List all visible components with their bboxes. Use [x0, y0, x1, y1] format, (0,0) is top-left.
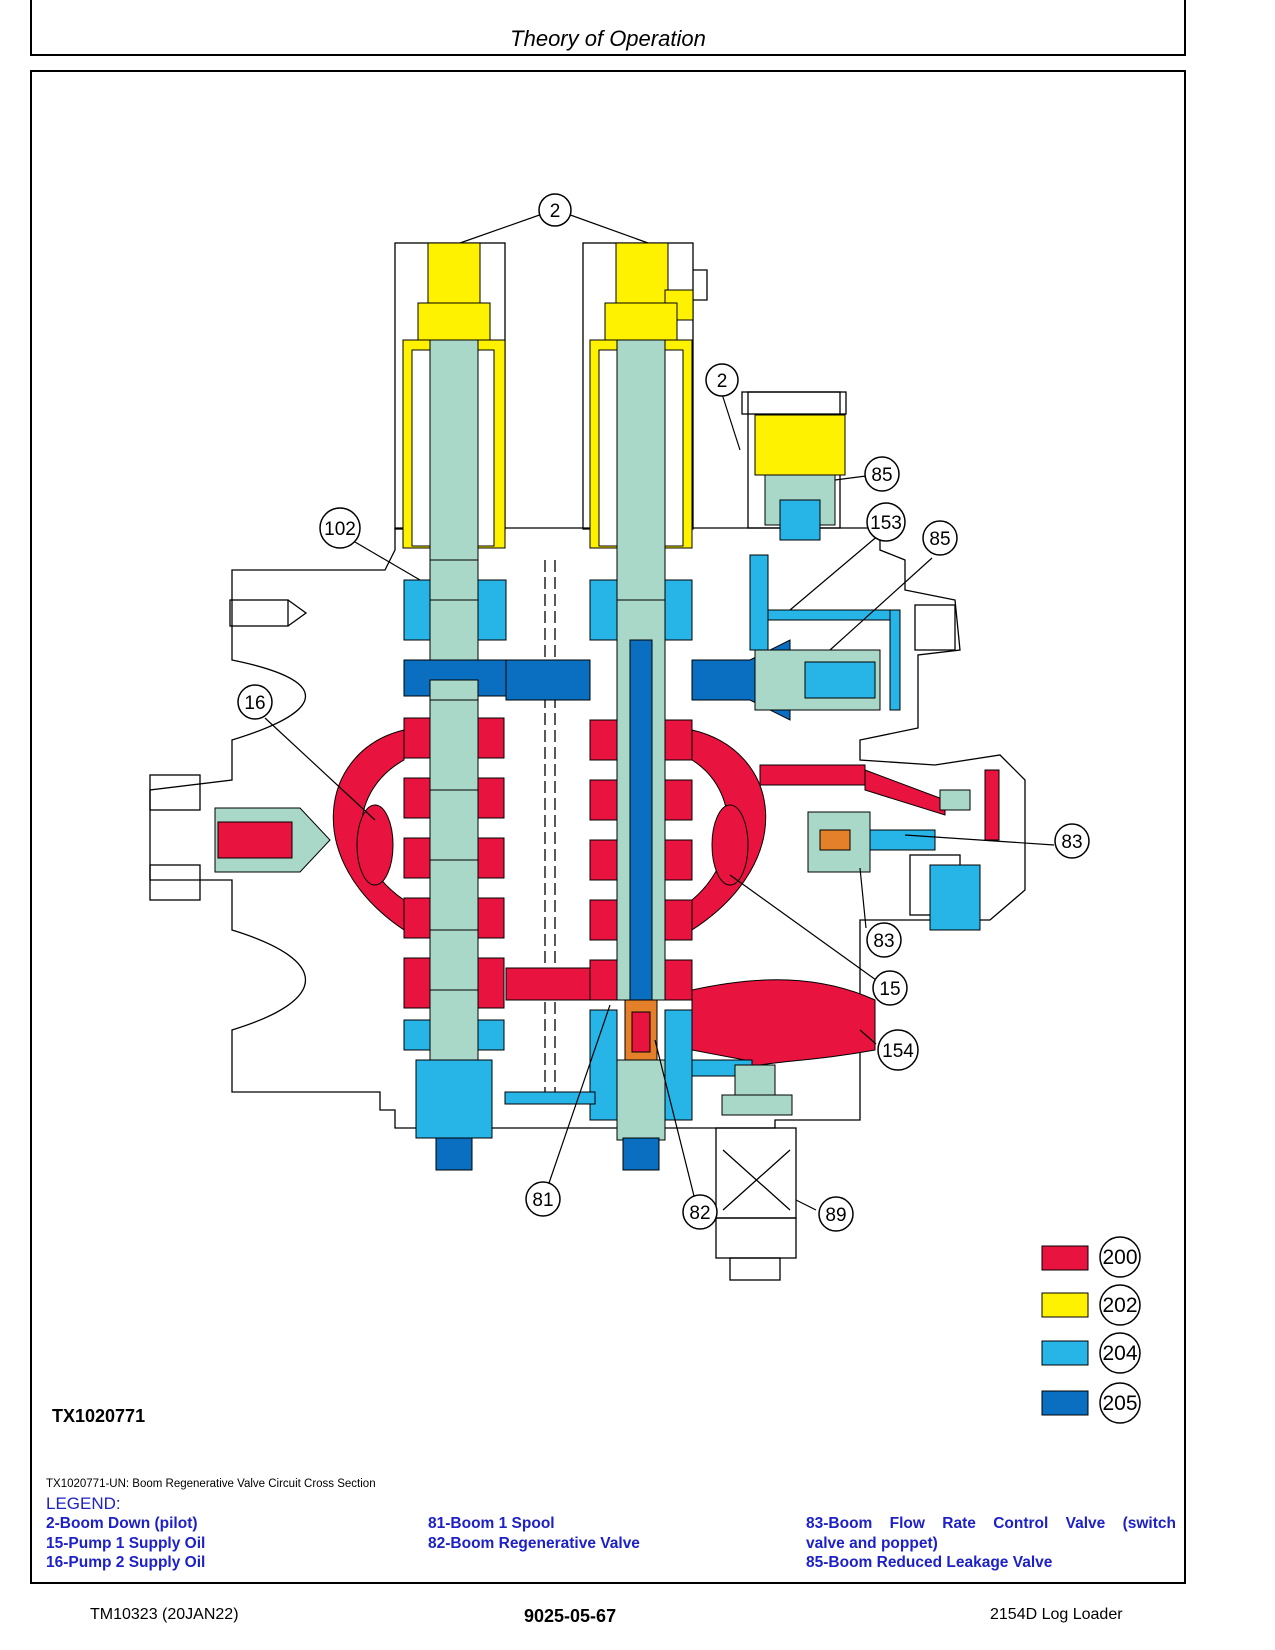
right-fitting-upper	[914, 604, 956, 651]
left-plug	[229, 599, 289, 627]
footer-manual-id: TM10323 (20JAN22)	[90, 1606, 239, 1623]
callout-83-lower: 83	[866, 922, 902, 958]
pump2-supply-loop	[333, 729, 405, 931]
legend-column-2: 81-Boom 1 Spool 82-Boom Regenerative Val…	[428, 1514, 640, 1553]
right-cap-step	[693, 269, 708, 301]
callout-85-right: 85	[922, 520, 958, 556]
svg-text:89: 89	[825, 1205, 846, 1226]
svg-text:154: 154	[882, 1041, 914, 1062]
legend-column-3: 83-Boom Flow Rate Control Valve (switch …	[806, 1514, 1176, 1573]
footer-page-number: 9025-05-67	[524, 1606, 617, 1626]
legend-item: 81-Boom 1 Spool	[428, 1515, 555, 1532]
legend-item: 82-Boom Regenerative Valve	[428, 1534, 640, 1552]
left-spool-blue-ports	[403, 579, 507, 641]
figure-caption: TX1020771-UN: Boom Regenerative Valve Ci…	[46, 1478, 376, 1490]
svg-text:204: 204	[1102, 1342, 1137, 1365]
svg-text:83: 83	[1061, 832, 1082, 853]
legend-item-83-line1: 83-Boom Flow Rate Control Valve (switch	[806, 1515, 1176, 1532]
svg-text:16: 16	[244, 693, 265, 714]
callout-102: 102	[319, 507, 361, 549]
svg-text:85: 85	[871, 465, 892, 486]
svg-text:82: 82	[689, 1203, 710, 1224]
svg-text:2: 2	[717, 371, 728, 392]
svg-text:2: 2	[550, 201, 561, 222]
upper-dark-crossover	[505, 659, 591, 701]
housing-outline	[149, 527, 1026, 1129]
callout-82: 82	[682, 1194, 718, 1230]
svg-text:81: 81	[532, 1190, 553, 1211]
legend-item: 16-Pump 2 Supply Oil	[46, 1554, 206, 1571]
legend-title: LEGEND:	[46, 1494, 121, 1513]
reduced-leakage-valve-top	[754, 414, 846, 476]
callout-16: 16	[237, 684, 273, 720]
callout-15: 15	[872, 970, 908, 1006]
right-cap-yellow-mid	[604, 302, 678, 341]
lower-red-crossover	[505, 967, 591, 1001]
color-key-204: 204	[1041, 1332, 1141, 1374]
callout-153: 153	[866, 502, 906, 542]
svg-text:15: 15	[879, 979, 900, 1000]
right-spool-bottom-plug	[622, 1137, 660, 1171]
left-endcap-lower	[149, 864, 201, 901]
svg-text:153: 153	[870, 513, 902, 534]
legend-item-83-line2: valve and poppet)	[806, 1534, 938, 1552]
callout-85-top: 85	[864, 456, 900, 492]
left-spool-shaft	[429, 339, 479, 681]
legend-item-85: 85-Boom Reduced Leakage Valve	[806, 1554, 1053, 1571]
page-header: Theory of Operation	[30, 0, 1186, 56]
left-spool-bottom-plug	[435, 1137, 473, 1171]
color-key-202: 202	[1041, 1284, 1141, 1326]
legend-item: 15-Pump 1 Supply Oil	[46, 1534, 206, 1552]
callout-154: 154	[877, 1029, 919, 1071]
footer-machine-model: 2154D Log Loader	[990, 1606, 1123, 1623]
flow-control-poppet	[929, 864, 981, 931]
callout-83-right: 83	[1054, 823, 1090, 859]
left-cap-yellow-top	[427, 242, 481, 304]
page-title: Theory of Operation	[510, 26, 706, 51]
top-right-valve-nut	[741, 391, 847, 415]
left-endcap-upper	[149, 774, 201, 811]
callout-2-right: 2	[705, 363, 739, 397]
left-cap-yellow-mid	[417, 302, 491, 341]
left-spool-body	[429, 679, 479, 1061]
color-key-205: 205	[1041, 1382, 1141, 1424]
right-cap-yellow-top	[615, 242, 669, 304]
right-spool-center-bore	[629, 639, 653, 1001]
bottom-relief-valve-nut	[715, 1217, 797, 1259]
svg-text:102: 102	[324, 519, 356, 540]
legend-item: 2-Boom Down (pilot)	[46, 1515, 198, 1532]
color-key-200: 200	[1041, 1236, 1141, 1278]
figure-id: TX1020771	[52, 1406, 146, 1426]
svg-text:202: 202	[1102, 1294, 1137, 1317]
legend-column-1: 2-Boom Down (pilot) 15-Pump 1 Supply Oil…	[46, 1514, 205, 1573]
figure-frame	[30, 70, 1186, 1584]
callout-2-top: 2	[538, 193, 572, 227]
callout-81: 81	[525, 1181, 561, 1217]
svg-text:85: 85	[929, 529, 950, 550]
svg-text:200: 200	[1102, 1246, 1137, 1269]
svg-text:83: 83	[873, 931, 894, 952]
svg-text:205: 205	[1102, 1392, 1137, 1415]
callout-89: 89	[818, 1196, 854, 1232]
